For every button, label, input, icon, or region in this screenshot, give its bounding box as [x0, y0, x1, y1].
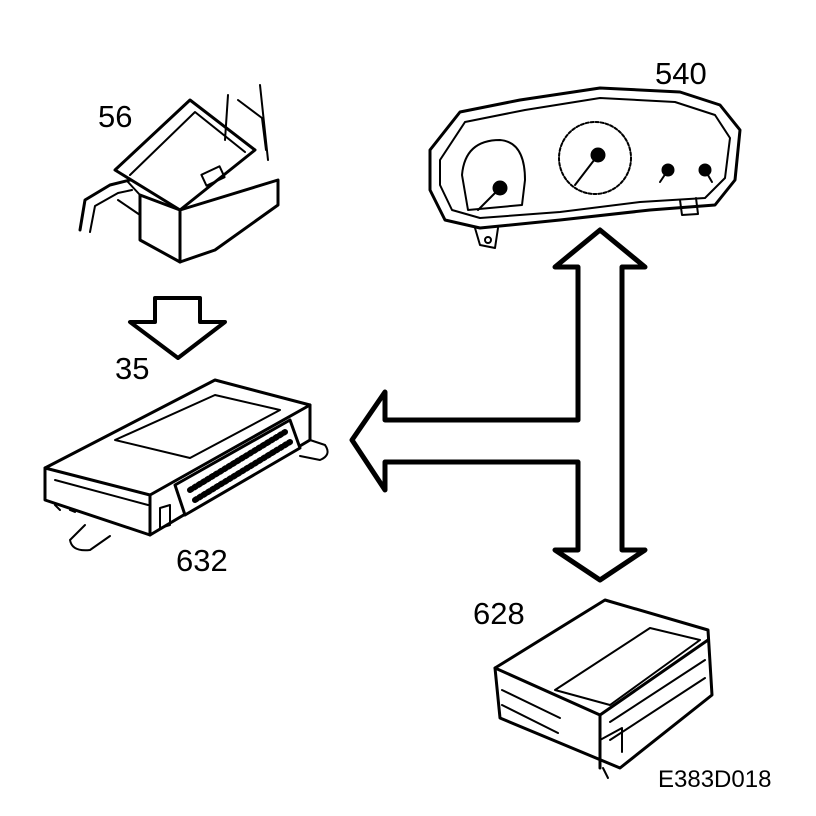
instrument-cluster-540: [428, 86, 742, 249]
down-arrow: [128, 296, 227, 360]
figure-reference: E383D018: [658, 766, 772, 793]
control-unit-632: [43, 378, 329, 552]
bus-arrow: [349, 227, 648, 583]
label-540: 540: [655, 56, 707, 91]
label-628: 628: [473, 596, 525, 631]
ecu-628: [493, 598, 714, 779]
label-56: 56: [98, 99, 133, 134]
label-632: 632: [176, 543, 228, 578]
label-35: 35: [115, 351, 150, 386]
switch-56: [78, 84, 280, 264]
